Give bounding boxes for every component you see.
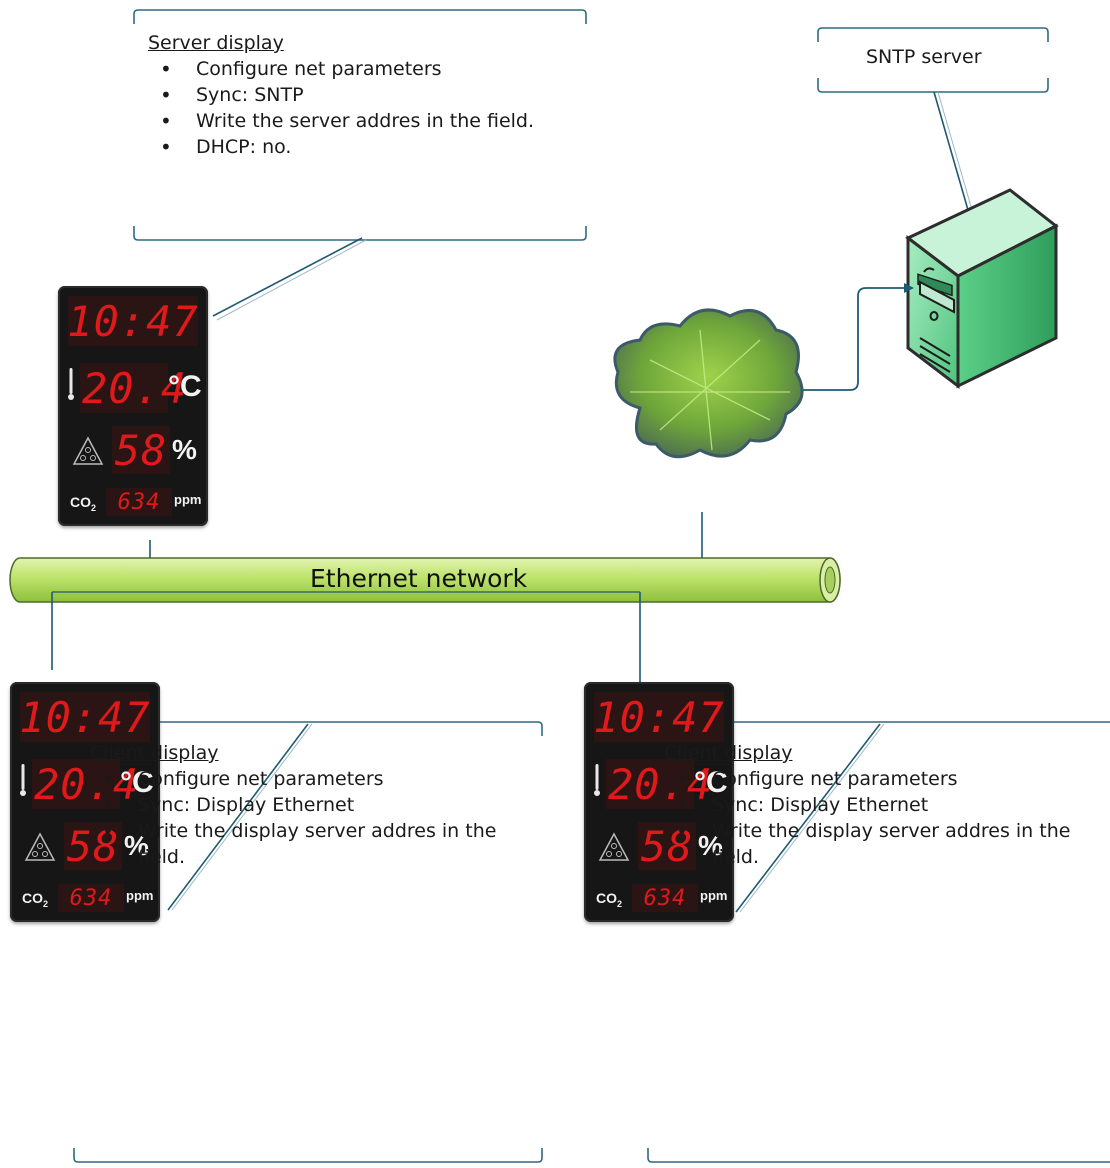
co2-label: CO2 <box>22 890 49 909</box>
server-callout-item: Configure net parameters <box>148 56 536 82</box>
humidity-icon <box>24 832 56 861</box>
temperature-readout: 20.4 <box>80 363 188 413</box>
client-callout-item: Sync: Display Ethernet <box>664 792 1092 818</box>
client-callout-item: Write the display server addres in the f… <box>664 818 1092 870</box>
server-callout-item: DHCP: no. <box>148 134 536 160</box>
thermometer-icon <box>68 368 74 400</box>
server-callout-item: Sync: SNTP <box>148 82 536 108</box>
co2-unit: ppm <box>126 888 154 903</box>
server-tower-icon <box>905 188 1059 390</box>
co2-unit: ppm <box>174 492 202 507</box>
sntp-callout-leader <box>933 91 969 211</box>
thermometer-icon <box>594 764 600 796</box>
time-readout: 10:47 <box>593 692 725 742</box>
server-callout-list: Configure net parameters Sync: SNTP Writ… <box>148 56 536 160</box>
sntp-callout-frame <box>817 27 1049 93</box>
humidity-icon <box>598 832 630 861</box>
time-readout: 10:47 <box>19 692 151 742</box>
ethernet-network-label: Ethernet network <box>310 564 528 593</box>
client-callout-item: Write the display server addres in the f… <box>90 818 518 870</box>
humidity-icon <box>72 436 104 465</box>
co2-unit: ppm <box>700 888 728 903</box>
client-display-callout-left: Client display Configure net parameters … <box>90 742 518 870</box>
co2-label: CO2 <box>596 890 623 909</box>
co2-readout: 634 <box>632 884 698 912</box>
server-display-device: 10:47 20.4 °C 58 % CO2 634 ppm <box>58 286 208 526</box>
client-callout-item: Sync: Display Ethernet <box>90 792 518 818</box>
client-display-callout-right: Client display Configure net parameters … <box>664 742 1092 870</box>
humidity-unit: % <box>172 434 197 465</box>
client-callout-list: Configure net parameters Sync: Display E… <box>664 766 1092 870</box>
internet-cloud-icon <box>613 308 804 459</box>
humidity-readout: 58 <box>112 426 170 475</box>
server-callout-frame <box>133 9 587 241</box>
time-readout: 10:47 <box>67 296 199 346</box>
ethernet-pipe <box>9 557 841 603</box>
client-callout-title: Client display <box>664 742 793 764</box>
server-callout-leader <box>212 237 363 317</box>
server-callout-title: Server display <box>148 32 284 54</box>
client-callout-item: Configure net parameters <box>90 766 518 792</box>
cloud-to-server-wire <box>790 287 904 391</box>
thermometer-icon <box>20 764 26 796</box>
server-callout-item: Write the server addres in the field. <box>148 108 536 134</box>
temperature-unit: °C <box>168 370 202 403</box>
co2-readout: 634 <box>106 488 172 516</box>
co2-readout: 634 <box>58 884 124 912</box>
client-callout-title: Client display <box>90 742 219 764</box>
client-callout-list: Configure net parameters Sync: Display E… <box>90 766 518 870</box>
client-callout-item: Configure net parameters <box>664 766 1092 792</box>
sntp-server-label: SNTP server <box>866 46 982 68</box>
co2-label: CO2 <box>70 494 97 513</box>
server-display-callout: Server display Configure net parameters … <box>148 32 536 160</box>
